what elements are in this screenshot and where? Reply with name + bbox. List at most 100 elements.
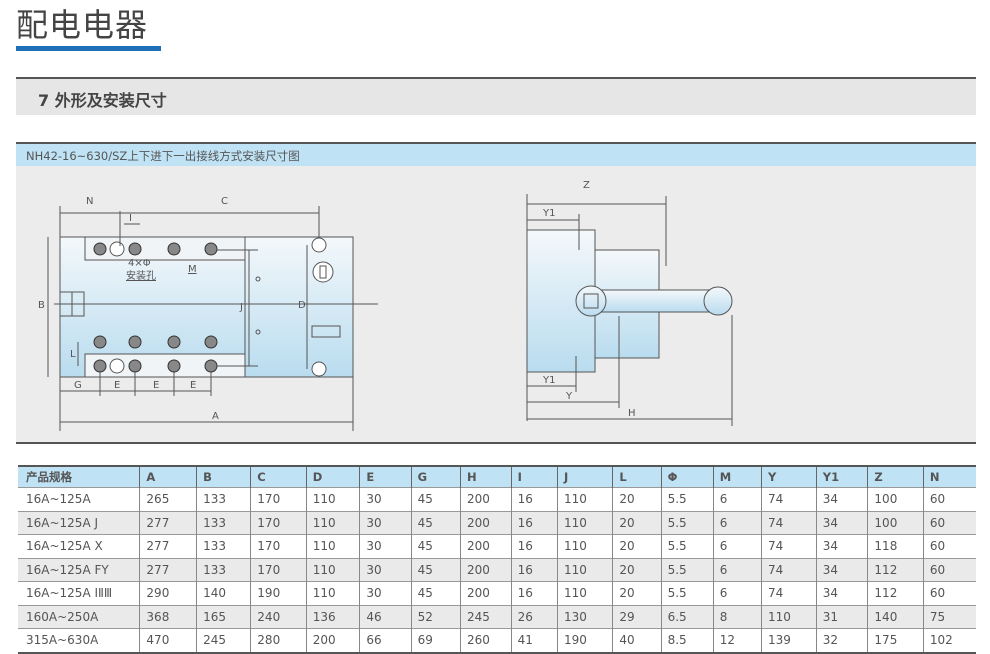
table-cell: 190 — [250, 581, 307, 605]
table-cell: 140 — [196, 581, 251, 605]
column-header: E — [359, 466, 412, 488]
column-header: D — [305, 466, 360, 488]
table-cell: 110 — [556, 510, 613, 535]
table-cell: 110 — [760, 604, 817, 629]
table-cell: 200 — [460, 557, 512, 582]
table-cell: 200 — [305, 628, 360, 653]
table-cell: 110 — [305, 487, 360, 511]
dim-label-z: Z — [583, 180, 590, 191]
table-cell: 20 — [612, 534, 662, 558]
table-cell: 8 — [712, 604, 762, 629]
table-cell: 112 — [867, 581, 924, 605]
dim-label-y1: Y1 — [542, 375, 555, 386]
table-cell: 16 — [510, 534, 558, 558]
table-cell: 20 — [612, 581, 662, 605]
table-cell: 110 — [556, 534, 613, 558]
table-cell: 75 — [922, 604, 976, 629]
table-cell: 170 — [250, 487, 307, 511]
table-cell: 45 — [410, 581, 461, 605]
dim-label-i: I — [129, 213, 132, 224]
table-cell: 74 — [760, 487, 817, 511]
table-cell: 200 — [460, 510, 512, 535]
table-cell: 20 — [612, 510, 662, 535]
table-cell: 31 — [815, 604, 868, 629]
page-title: 配电电器 — [16, 6, 149, 44]
table-cell: 34 — [815, 510, 868, 535]
table-cell: 133 — [196, 557, 251, 582]
table-cell: 74 — [760, 510, 817, 535]
table-cell: 34 — [815, 581, 868, 605]
table-cell: 100 — [867, 487, 924, 511]
column-header: Z — [867, 466, 924, 488]
table-cell: 277 — [139, 510, 197, 535]
table-cell: 165 — [196, 604, 251, 629]
table-cell: 30 — [359, 487, 412, 511]
table-cell: 368 — [139, 604, 197, 629]
dim-label-e: E — [114, 380, 120, 391]
table-cell: 110 — [556, 487, 613, 511]
table-cell: 118 — [867, 534, 924, 558]
table-cell: 34 — [815, 534, 868, 558]
table-cell: 74 — [760, 581, 817, 605]
table-cell: 260 — [460, 628, 512, 653]
table-cell: 26 — [510, 604, 558, 629]
column-header: 产品规格 — [18, 466, 140, 488]
table-cell: 277 — [139, 557, 197, 582]
table-cell: 41 — [510, 628, 558, 653]
table-cell: 60 — [922, 510, 976, 535]
table-cell: 74 — [760, 534, 817, 558]
phi-label: 4×Φ — [128, 258, 151, 269]
dimension-drawing: N C I B J D L G E E E A 4×Φ 安装孔 M Z Y1 Y… — [38, 180, 733, 431]
column-header: L — [612, 466, 662, 488]
table-cell: 245 — [196, 628, 251, 653]
table-cell: 16A~125A ⅠⅡⅢ — [18, 581, 140, 605]
column-header: N — [922, 466, 976, 488]
table-cell: 16A~125A X — [18, 534, 140, 558]
table-cell: 6 — [712, 510, 762, 535]
table-cell: 6 — [712, 534, 762, 558]
table-cell: 315A~630A — [18, 628, 140, 653]
table-cell: 110 — [556, 557, 613, 582]
table-cell: 133 — [196, 510, 251, 535]
table-cell: 5.5 — [660, 557, 714, 582]
dim-label-g: G — [74, 380, 82, 391]
table-cell: 20 — [612, 557, 662, 582]
table-cell: 16A~125A J — [18, 510, 140, 535]
table-cell: 6 — [712, 557, 762, 582]
table-cell: 280 — [250, 628, 307, 653]
table-cell: 8.5 — [660, 628, 714, 653]
table-cell: 69 — [410, 628, 461, 653]
column-header: C — [250, 466, 307, 488]
table-cell: 16A~125A FY — [18, 557, 140, 582]
table-cell: 170 — [250, 557, 307, 582]
dim-label-m: M — [188, 264, 197, 275]
table-cell: 6.5 — [660, 604, 714, 629]
table-cell: 12 — [712, 628, 762, 653]
column-header: Φ — [660, 466, 714, 488]
table-cell: 277 — [139, 534, 197, 558]
table-cell: 66 — [359, 628, 412, 653]
column-header: Y1 — [815, 466, 868, 488]
table-cell: 5.5 — [660, 534, 714, 558]
table-cell: 110 — [305, 534, 360, 558]
table-cell: 170 — [250, 534, 307, 558]
table-cell: 20 — [612, 487, 662, 511]
table-cell: 46 — [359, 604, 412, 629]
table-cell: 110 — [305, 581, 360, 605]
dim-label-y1: Y1 — [542, 208, 555, 219]
column-header: H — [460, 466, 512, 488]
table-cell: 200 — [460, 581, 512, 605]
table-cell: 45 — [410, 510, 461, 535]
table-cell: 60 — [922, 534, 976, 558]
table-cell: 16A~125A — [18, 487, 140, 511]
dim-label-h: H — [628, 408, 636, 419]
diagram-caption: NH42-16~630/SZ上下进下一出接线方式安装尺寸图 — [16, 144, 976, 166]
column-header: B — [196, 466, 251, 488]
table-cell: 175 — [867, 628, 924, 653]
dim-label-c: C — [221, 196, 228, 207]
